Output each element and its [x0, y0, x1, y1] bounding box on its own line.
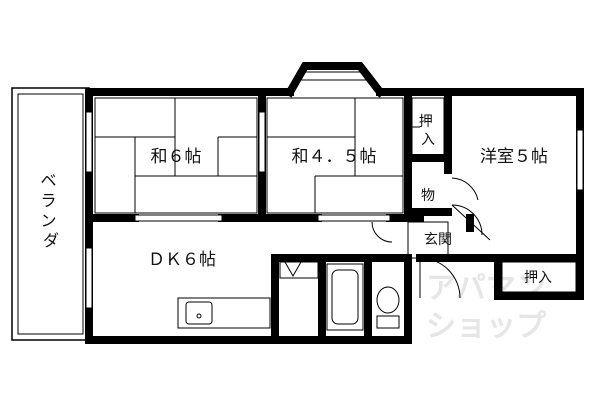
room-label-dk-6: ＤＫ６帖: [148, 250, 216, 270]
closet-label-bottom: 押入: [524, 270, 552, 286]
walls: [85, 62, 584, 344]
closet-label-top: 押 入: [419, 114, 437, 148]
fridge-space: [279, 261, 319, 279]
balcony-char-3: ン: [40, 211, 56, 230]
balcony-char-4: ダ: [43, 231, 59, 250]
closet-char-2: 入: [421, 132, 435, 148]
windows: [85, 111, 584, 309]
room-label-washitsu-6: 和６帖: [151, 147, 202, 167]
doors: [371, 177, 577, 299]
balcony-char-2: ラ: [40, 191, 56, 210]
watermark-line2: ショップ: [426, 309, 547, 344]
closet-char-1: 押: [419, 114, 433, 130]
tatami-lines: [94, 71, 404, 214]
entrance-label: 玄関: [424, 231, 452, 248]
kitchen-counter: [177, 297, 271, 329]
room-label-youshitsu-5: 洋室５帖: [480, 147, 548, 167]
balcony-label: ベ ラ ン ダ: [40, 171, 61, 250]
toilet: [376, 286, 400, 329]
balcony-char-1: ベ: [40, 171, 56, 190]
watermark-line1: アパマン: [426, 271, 545, 306]
oshiire-top: [411, 97, 445, 157]
bathtub: [326, 263, 364, 331]
watermark: アパマン ショップ: [426, 271, 547, 344]
storage-label: 物: [421, 188, 435, 204]
room-label-washitsu-45: 和４．５帖: [292, 147, 377, 167]
